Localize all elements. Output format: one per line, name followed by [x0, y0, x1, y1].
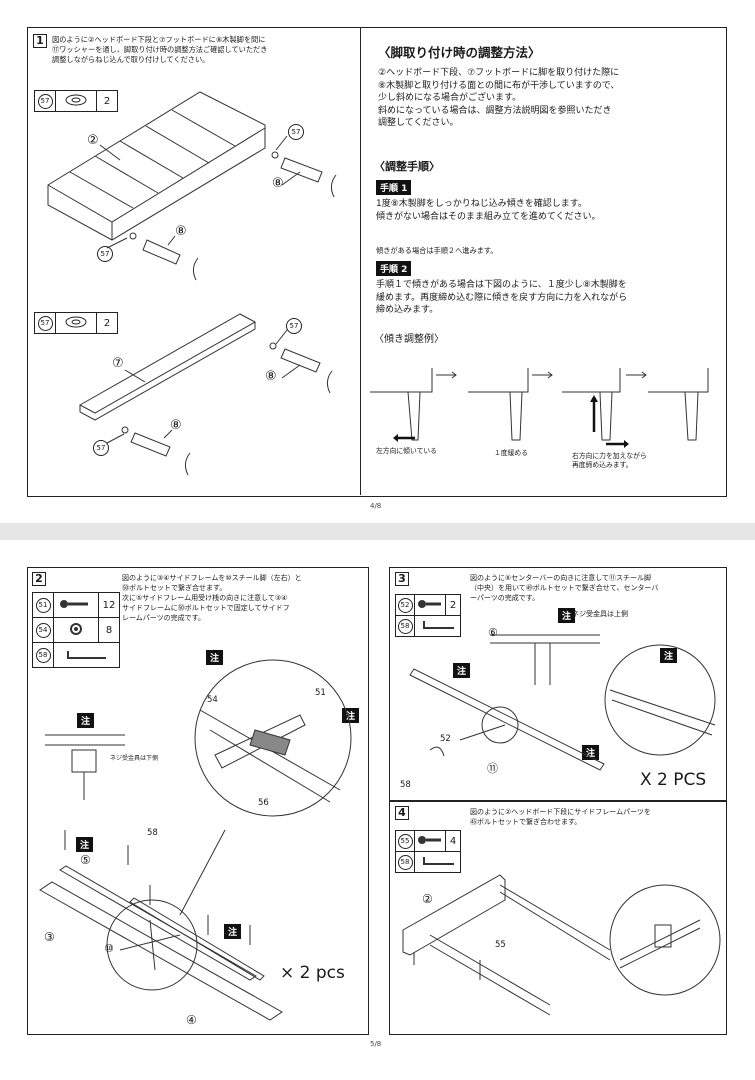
step2-parts-table: 51 12 54 8 58	[32, 592, 120, 668]
note-badge: 注	[206, 650, 224, 665]
label-headboard: ②	[87, 133, 99, 148]
part-id: 54	[35, 622, 51, 638]
note-badge: 注	[558, 608, 576, 623]
label-part: 58	[147, 828, 158, 838]
note-badge: 注	[582, 745, 600, 760]
parts-table-b: 57 2	[34, 312, 118, 334]
label-part: 52	[440, 734, 451, 744]
step4-parts-table: 55 4 58	[395, 830, 461, 873]
washer-icon	[55, 90, 97, 112]
label-part: ⑥	[488, 626, 498, 639]
adjust-title: 〈脚取り付け時の調整方法〉	[378, 45, 541, 60]
example-caption: 左方向に傾いている	[376, 447, 437, 455]
bolt-icon	[53, 592, 99, 618]
part-qty: 2	[96, 312, 118, 334]
label-footboard: ⑦	[112, 356, 124, 371]
step2-text: 手順１で傾きがある場合は下図のように、１度少し⑧木製脚を 緩めます。再度締め込む…	[376, 280, 628, 315]
example-caption: １度緩める	[494, 449, 528, 457]
step2-badge: 手順 2	[376, 261, 412, 276]
label-part: 55	[495, 940, 506, 950]
hex-key-icon	[414, 615, 461, 637]
step1-text: 1度⑧木製脚をしっかりねじ込み傾きを確認します。 傾きがない場合はそのまま組み立…	[376, 199, 601, 222]
divider	[360, 27, 361, 495]
example-caption: 右方向に力を加えながら 再度締め込みます。	[572, 452, 647, 469]
note-badge: 注	[76, 837, 94, 852]
step3-instructions: 図のように⑥センターバーの向きに注意して⑪スチール脚 （中央）を用いて㊾ボルトセ…	[470, 574, 659, 602]
label-part: ⑪	[487, 762, 498, 775]
step-number: 4	[395, 806, 409, 820]
note-badge: 注	[453, 663, 471, 678]
label-part: ②	[422, 892, 433, 906]
part-id: 52	[397, 597, 413, 613]
example-title: 〈傾き調整例〉	[374, 334, 444, 345]
note-badge: 注	[77, 713, 95, 728]
step1-note: 傾きがある場合は手順２へ進みます。	[376, 246, 498, 255]
step-number: 1	[33, 34, 47, 48]
multiplier: × 2 pcs	[280, 963, 345, 983]
step3-frame	[389, 567, 727, 802]
step3-parts-table: 52 2 58	[395, 594, 461, 637]
label-washer: 57	[93, 440, 109, 456]
hex-key-icon	[414, 851, 461, 873]
label-leg: ⑧	[170, 418, 182, 433]
part-id: 57	[37, 315, 53, 331]
step-number: 3	[395, 572, 409, 586]
label-part: ④	[186, 1013, 197, 1027]
part-id: 58	[397, 618, 413, 634]
page-number: 4/8	[370, 502, 382, 510]
part-id: 57	[37, 93, 53, 109]
adjust-text: ②ヘッドボード下段、⑦フットボードに脚を取り付けた際に ⑧木製脚と取り付ける面と…	[378, 68, 620, 128]
part-id: 55	[397, 833, 413, 849]
label-leg: ⑧	[265, 369, 277, 384]
part-id: 58	[35, 647, 51, 663]
step4-instructions: 図のように②ヘッドボード下段にサイドフレームパーツを ㊺ボルトセットで繋ぎ合わせ…	[470, 808, 651, 826]
step4-frame	[389, 800, 727, 1035]
assembly-illustration-page5	[39, 634, 721, 1021]
label-washer: 57	[286, 318, 302, 334]
label-part: 51	[315, 688, 326, 698]
hex-key-icon	[53, 642, 120, 668]
label-part: 56	[258, 798, 269, 808]
parts-table-a: 57 2	[34, 90, 118, 112]
manual-page-4: 1 図のように②ヘッドボード下段と⑦フットボードに⑧木製脚を間に ⑰ワッシャーを…	[0, 0, 755, 523]
label-part: 54	[207, 695, 218, 705]
note-badge: 注	[660, 648, 678, 663]
label-washer: 57	[288, 124, 304, 140]
label-part: 58	[400, 780, 411, 790]
part-id: 51	[35, 597, 51, 613]
manual-page-5: 2 図のように③④サイドフレームを⑩スチール脚（左右）と ㊿ボルトセットで繋ぎ合…	[0, 540, 755, 1080]
procedure-title: 〈調整手順〉	[374, 160, 440, 173]
note-badge: 注	[224, 924, 242, 939]
label-part: ⑤	[80, 853, 91, 867]
assembly-illustration-page4	[47, 91, 709, 476]
multiplier: X 2 PCS	[640, 770, 707, 790]
note-text: ネジ受金具は下側	[110, 755, 159, 762]
step-instructions: 図のように②ヘッドボード下段と⑦フットボードに⑧木製脚を間に ⑰ワッシャーを通し…	[52, 35, 268, 64]
step-number: 2	[32, 572, 46, 586]
page-frame	[27, 27, 727, 497]
step2-instructions: 図のように③④サイドフレームを⑩スチール脚（左右）と ㊿ボルトセットで繋ぎ合せま…	[122, 574, 302, 622]
page-gap	[0, 523, 755, 540]
step2-frame	[27, 567, 369, 1035]
label-leg: ⑧	[272, 176, 284, 191]
label-part: ③	[44, 930, 55, 944]
label-part: ⑩	[104, 942, 114, 955]
label-leg: ⑧	[175, 224, 187, 239]
page-number: 5/8	[370, 1040, 382, 1048]
step1-badge: 手順 1	[376, 180, 412, 195]
label-washer: 57	[97, 246, 113, 262]
part-qty: 2	[96, 90, 118, 112]
part-id: 58	[397, 854, 413, 870]
note-text: ネジ受金具は上側	[572, 610, 628, 618]
